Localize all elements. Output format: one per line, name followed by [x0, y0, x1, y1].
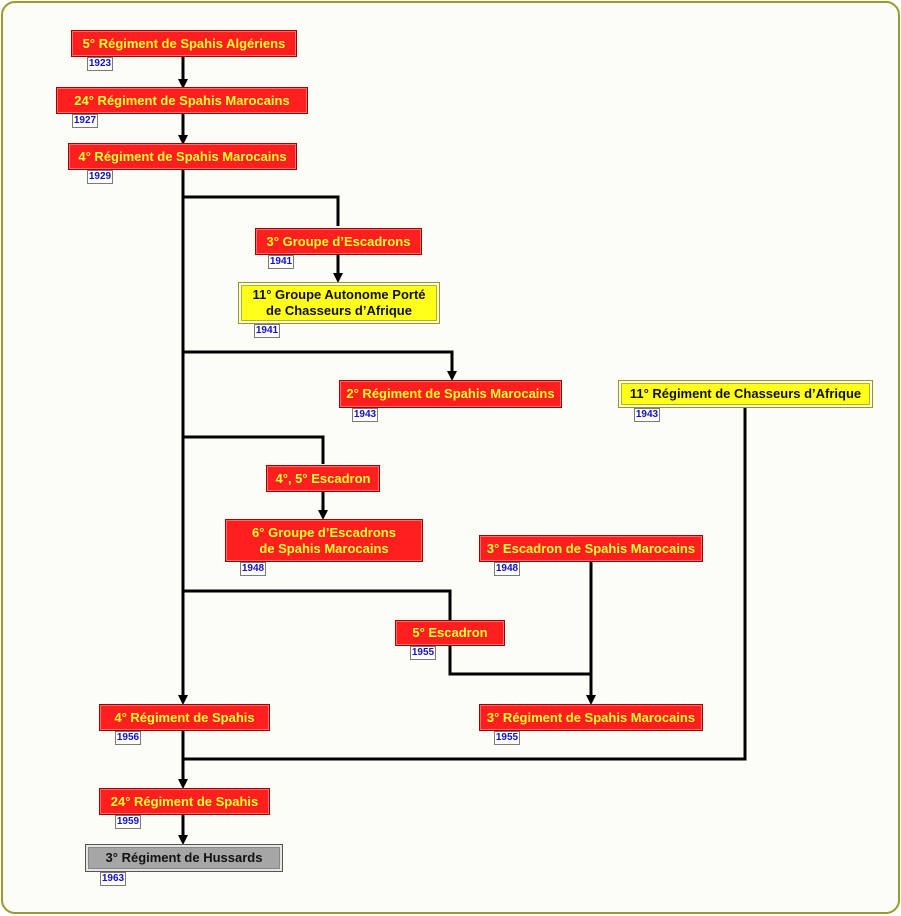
node-label: 5° Régiment de Spahis Algériens — [82, 35, 286, 51]
node-3e-regiment-hussards: 3° Régiment de Hussards — [85, 844, 283, 872]
node-4e-5e-escadron: 4°, 5° Escadron — [266, 465, 380, 492]
node-3e-escadron-spahis-marocains: 3° Escadron de Spahis Marocains — [479, 535, 703, 562]
node-label: 24° Régiment de Spahis Marocains — [74, 92, 290, 108]
node-3e-groupe-escadrons: 3° Groupe d’Escadrons — [255, 228, 422, 255]
node-5e-escadron: 5° Escadron — [395, 620, 505, 646]
year-badge: 1943 — [352, 408, 378, 422]
node-label: 4° Régiment de Spahis Marocains — [78, 148, 287, 164]
node-4e-regiment-spahis: 4° Régiment de Spahis — [99, 704, 270, 731]
node-11e-regiment-chasseurs-afrique: 11° Régiment de Chasseurs d’Afrique — [618, 380, 873, 408]
node-label: 5° Escadron — [412, 625, 488, 640]
node-label: 2° Régiment de Spahis Marocains — [346, 386, 555, 401]
node-3e-regiment-spahis-marocains: 3° Régiment de Spahis Marocains — [479, 704, 703, 731]
year-badge: 1941 — [254, 324, 280, 338]
edge-n7-n14 — [183, 408, 747, 761]
edge-n3-n11 — [183, 589, 452, 620]
node-label: 3° Groupe d’Escadrons — [266, 233, 411, 249]
node-4e-regiment-spahis-marocains: 4° Régiment de Spahis Marocains — [68, 143, 297, 170]
edge-n11-n13 — [448, 646, 591, 676]
edge-n3-n6 — [183, 350, 457, 381]
year-badge: 1929 — [87, 170, 113, 184]
node-5e-regiment-spahis-algeriens: 5° Régiment de Spahis Algériens — [71, 30, 297, 57]
year-badge: 1955 — [410, 646, 436, 660]
node-label: 24° Régiment de Spahis — [110, 793, 259, 809]
node-24e-regiment-spahis-marocains: 24° Régiment de Spahis Marocains — [56, 87, 308, 114]
year-badge: 1959 — [115, 815, 141, 829]
year-badge: 1956 — [115, 731, 141, 745]
year-badge: 1948 — [494, 562, 520, 576]
node-label: 4° Régiment de Spahis — [114, 709, 255, 725]
edge-n3-n8 — [183, 435, 325, 464]
year-badge: 1923 — [87, 57, 113, 71]
year-badge: 1943 — [634, 408, 660, 422]
node-label: 11° Régiment de Chasseurs d’Afrique — [629, 386, 862, 401]
node-2e-regiment-spahis-marocains: 2° Régiment de Spahis Marocains — [339, 380, 562, 408]
node-label: 3° Escadron de Spahis Marocains — [486, 540, 696, 556]
node-label: 3° Régiment de Spahis Marocains — [486, 709, 696, 725]
node-label: 6° Groupe d’Escadrons de Spahis Marocain… — [252, 524, 396, 556]
year-badge: 1941 — [268, 255, 294, 269]
year-badge: 1927 — [72, 114, 98, 128]
node-label: 4°, 5° Escadron — [275, 470, 371, 486]
node-label: 11° Groupe Autonome Porté de Chasseurs d… — [252, 287, 426, 318]
year-badge: 1963 — [100, 872, 126, 886]
year-badge: 1955 — [494, 731, 520, 745]
edge-n3-n4 — [183, 195, 340, 226]
node-label: 3° Régiment de Hussards — [105, 850, 263, 865]
node-24e-regiment-spahis: 24° Régiment de Spahis — [99, 788, 270, 815]
year-badge: 1948 — [240, 562, 266, 576]
node-6e-groupe-escadrons-spahis-marocains: 6° Groupe d’Escadrons de Spahis Marocain… — [225, 519, 423, 562]
node-11e-groupe-autonome-porte: 11° Groupe Autonome Porté de Chasseurs d… — [238, 282, 440, 324]
